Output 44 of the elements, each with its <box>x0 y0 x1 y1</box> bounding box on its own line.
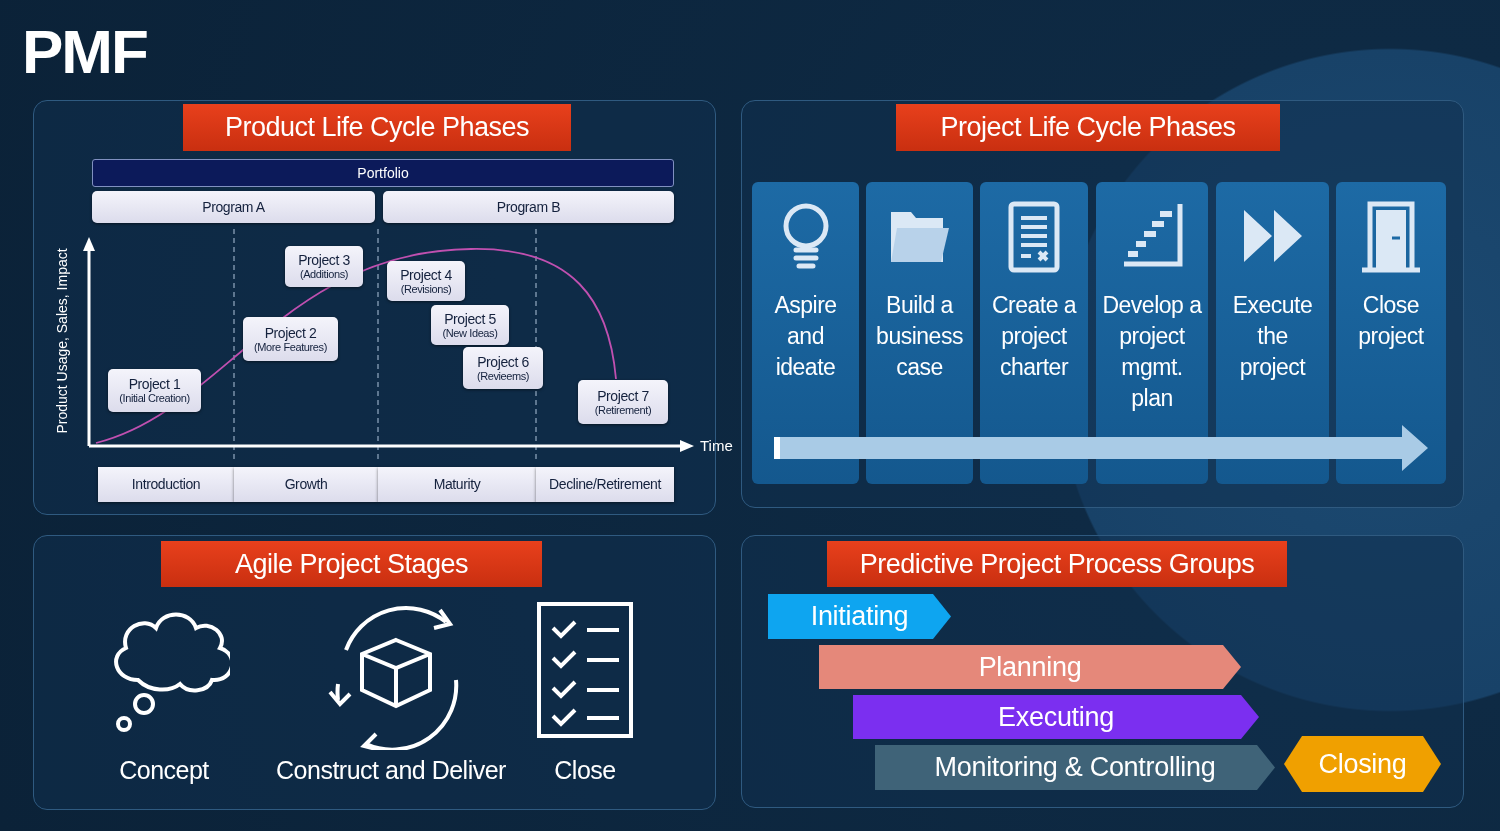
stage-label: Concept <box>118 756 210 785</box>
phase-label: Create a project charter <box>990 291 1078 382</box>
section-panel <box>741 100 1464 508</box>
process-group-band: Monitoring & Controlling <box>875 745 1275 790</box>
phase-label: Aspire and ideate <box>773 291 838 382</box>
project-box: Project 5 (New Ideas) <box>431 305 509 345</box>
section-panel <box>33 535 716 810</box>
project-box: Project 3 (Additions) <box>285 246 363 287</box>
stage-label: Close <box>553 756 617 785</box>
phase-card <box>1096 182 1208 484</box>
axis-label: Time <box>700 437 733 454</box>
section-title-banner: Project Life Cycle Phases <box>896 104 1280 151</box>
section-title-banner: Predictive Project Process Groups <box>827 541 1287 587</box>
phase-label: Close project <box>1357 291 1425 351</box>
phase-label-bar: Introduction <box>98 467 234 502</box>
process-group-band: Executing <box>853 695 1259 739</box>
project-box: Project 7 (Retirement) <box>578 380 668 424</box>
portfolio-bar: Portfolio <box>92 159 674 187</box>
project-box: Project 6 (Revieems) <box>463 347 543 389</box>
process-group-band: Planning <box>819 645 1241 689</box>
phase-label-bar: Maturity <box>378 467 536 502</box>
program-bar: Program A <box>92 191 375 223</box>
phase-card <box>866 182 973 484</box>
phase-label: Build a business case <box>875 291 964 382</box>
phase-label-bar: Growth <box>234 467 378 502</box>
phase-card <box>1216 182 1329 484</box>
stage-label: Construct and Deliver <box>275 756 507 785</box>
process-group-tag: Closing <box>1284 736 1441 792</box>
project-box: Project 2 (More Features) <box>243 317 338 361</box>
axis-label: Product Usage, Sales, Impact <box>54 247 70 436</box>
section-panel <box>741 535 1464 808</box>
phase-label: Execute the project <box>1231 291 1314 382</box>
project-box: Project 1 (Initial Creation) <box>108 369 201 412</box>
phase-card <box>752 182 859 484</box>
phase-label: Develop a project mgmt. plan <box>1101 291 1203 413</box>
phase-card <box>980 182 1088 484</box>
page-title: PMF <box>22 16 147 87</box>
program-bar: Program B <box>383 191 674 223</box>
section-title-banner: Product Life Cycle Phases <box>183 104 571 151</box>
process-group-band: Initiating <box>768 594 951 639</box>
project-box: Project 4 (Revisions) <box>387 261 465 301</box>
section-title-banner: Agile Project Stages <box>161 541 542 587</box>
phase-label-bar: Decline/Retirement <box>536 467 674 502</box>
phase-card <box>1336 182 1446 484</box>
